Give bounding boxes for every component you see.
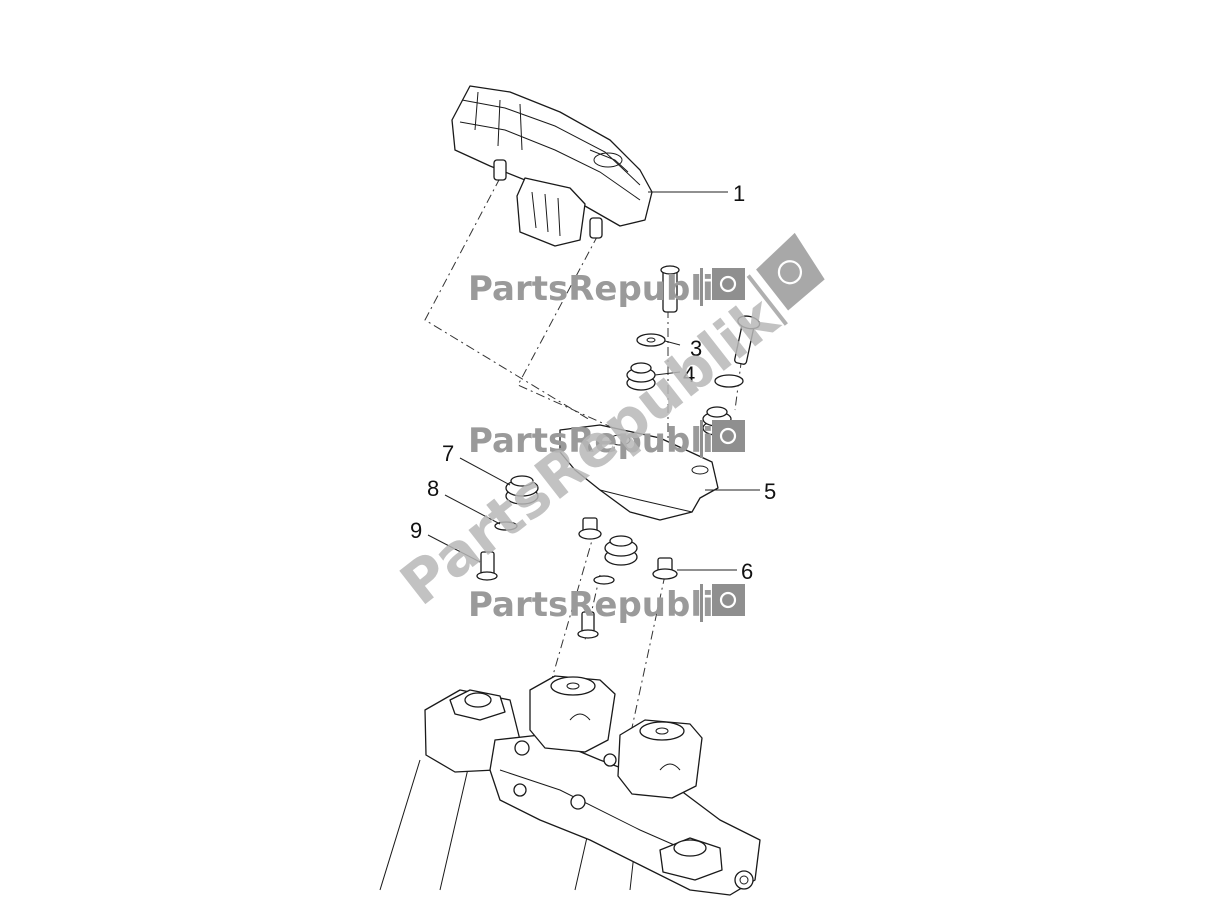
watermark-text: PartsRepublik <box>468 585 738 625</box>
callout-7: 7 <box>442 441 454 466</box>
callout-6: 6 <box>741 559 753 584</box>
watermark-text: PartsRepublik <box>468 421 738 461</box>
fasteners-lower <box>476 475 678 639</box>
gear-flag-icon <box>712 420 745 452</box>
callout-1: 1 <box>733 181 745 206</box>
callout-5: 5 <box>764 479 776 504</box>
callout-labels: 1 3 4 5 6 7 8 9 <box>410 181 776 584</box>
gear-flag-icon <box>712 268 745 300</box>
callout-4: 4 <box>683 362 695 387</box>
callout-9: 9 <box>410 518 422 543</box>
callout-3: 3 <box>690 336 702 361</box>
watermark-bottom: PartsRepublik <box>468 584 745 625</box>
watermark-middle: PartsRepublik <box>468 420 745 461</box>
fasteners-upper <box>626 265 761 436</box>
leader-lines <box>427 191 760 571</box>
callout-8: 8 <box>427 476 439 501</box>
watermark-top: PartsRepublik <box>468 268 745 309</box>
watermarks: PartsRepublik PartsRepublik PartsRepubli… <box>388 232 825 625</box>
fork-top-clamp <box>379 675 761 896</box>
instrument-cluster <box>451 85 653 247</box>
gear-flag-icon <box>712 584 745 616</box>
gear-flag-icon <box>756 232 825 311</box>
mounting-bracket <box>559 424 719 521</box>
watermark-text: PartsRepublik <box>468 269 738 309</box>
